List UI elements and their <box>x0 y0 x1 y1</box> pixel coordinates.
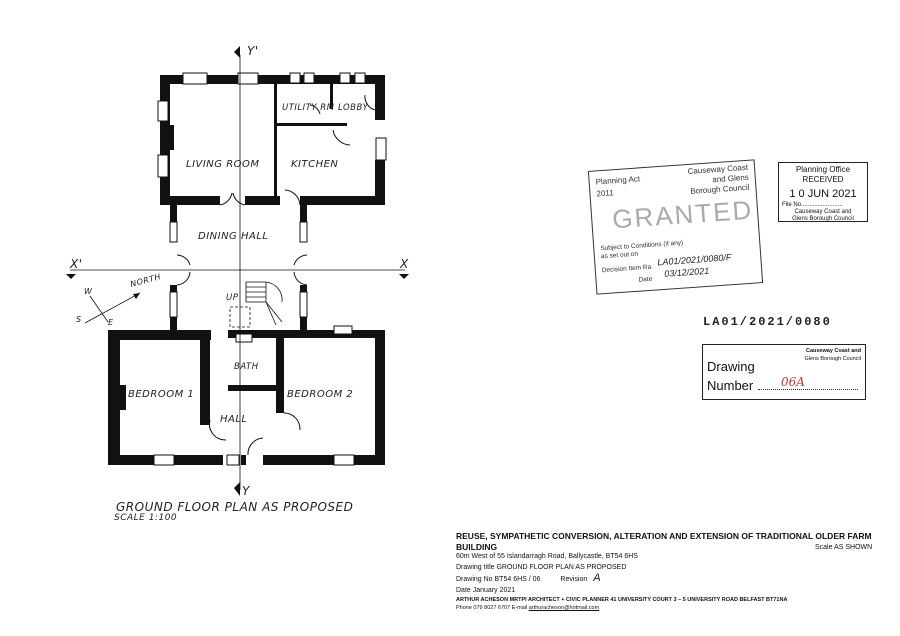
granted-stamp: Planning Act 2011 Causeway Coast and Gle… <box>587 159 764 295</box>
drawing-label: Drawing <box>707 359 755 374</box>
contact-line: Phone 079 8027 6707 E-mail arthuracheson… <box>456 604 900 612</box>
stamp-date-label: Date <box>638 275 653 284</box>
project-title: REUSE, SYMPATHETIC CONVERSION, ALTERATIO… <box>456 531 872 552</box>
stamp-decision-value: LA01/2021/0080/F <box>657 252 732 268</box>
drawing-box-council-1: Causeway Coast and <box>805 348 861 354</box>
plan-title: GROUND FLOOR PLAN AS PROPOSED <box>116 500 354 514</box>
drawing-date: Date January 2021 <box>456 586 516 594</box>
room-label-bedroom-2: BEDROOM 2 <box>287 389 354 400</box>
received-stamp: Planning Office RECEIVED 1 0 JUN 2021 Fi… <box>778 162 868 222</box>
section-y-bottom-label: Y <box>242 484 250 498</box>
drawing-box-council-2: Glens Borough Council <box>804 356 861 362</box>
drawing-no: Drawing No BT54 6HS / 06 <box>456 576 541 583</box>
project-address: 60m West of 55 Islandarragh Road, Ballyc… <box>456 553 638 560</box>
section-x-left-label: X' <box>70 257 83 271</box>
granted-status: GRANTED <box>611 194 755 235</box>
phone: Phone 079 8027 6707 E-mail <box>456 605 528 611</box>
reference-number: LA01/2021/0080 <box>703 315 832 329</box>
room-label-bath: BATH <box>234 362 259 372</box>
stamp-council-3: Borough Council <box>690 182 750 196</box>
stamp-planning-act: Planning Act <box>595 174 641 187</box>
architect-line: ARTHUR ACHESON MRTPI ARCHITECT + CIVIC P… <box>456 597 788 603</box>
scale-note: Scale AS SHOWN <box>815 544 873 551</box>
number-label: Number <box>707 378 754 393</box>
received-line2: RECEIVED <box>802 175 844 184</box>
drawing-number-value: 06A <box>781 375 805 389</box>
stamp-subject: Subject to Conditions (if any) <box>600 239 684 253</box>
drawing-title: Drawing title GROUND FLOOR PLAN AS PROPO… <box>456 563 627 571</box>
received-council-1: Causeway Coast and <box>794 209 852 215</box>
stamp-as-set-out: as set out on <box>600 250 639 261</box>
room-label-hall: HALL <box>220 414 248 425</box>
drawing-number-line <box>758 389 858 390</box>
stamp-decision-label: Decision Item Ra <box>601 263 652 275</box>
revision-label: Revision <box>560 576 588 583</box>
title-block: REUSE, SYMPATHETIC CONVERSION, ALTERATIO… <box>456 531 900 612</box>
stamp-date-value: 03/12/2021 <box>663 265 710 279</box>
room-label-bedroom-1: BEDROOM 1 <box>128 389 195 400</box>
plan-scale: SCALE 1:100 <box>114 513 178 523</box>
received-file-no: File No......................... <box>782 202 843 208</box>
room-label-living-room: LIVING ROOM <box>186 159 260 170</box>
email-link[interactable]: arthuracheson@hotmail.com <box>528 605 600 611</box>
room-label-kitchen: KITCHEN <box>291 159 339 170</box>
compass-s-label: S <box>76 315 82 324</box>
section-y-top-label: Y' <box>247 44 259 58</box>
room-label-dining-hall: DINING HALL <box>198 231 269 242</box>
received-council-2: Glens Borough Council <box>792 216 854 222</box>
compass-w-label: W <box>84 287 93 296</box>
section-x-right-label: X <box>400 257 409 271</box>
room-label-lobby: LOBBY <box>338 103 369 113</box>
room-label-utility: UTILITY RM <box>282 103 335 113</box>
received-line1: Planning Office <box>795 165 851 174</box>
compass-e-label: E <box>108 318 114 327</box>
revision-value: A <box>593 572 601 584</box>
stamp-year: 2011 <box>596 188 614 199</box>
received-date: 1 0 JUN 2021 <box>789 188 857 200</box>
stair-up-label: UP <box>226 293 239 303</box>
drawing-number-row: Drawing No BT54 6HS / 06 Revision A <box>456 573 900 586</box>
drawing-number-box: Causeway Coast and Glens Borough Council… <box>702 344 866 400</box>
